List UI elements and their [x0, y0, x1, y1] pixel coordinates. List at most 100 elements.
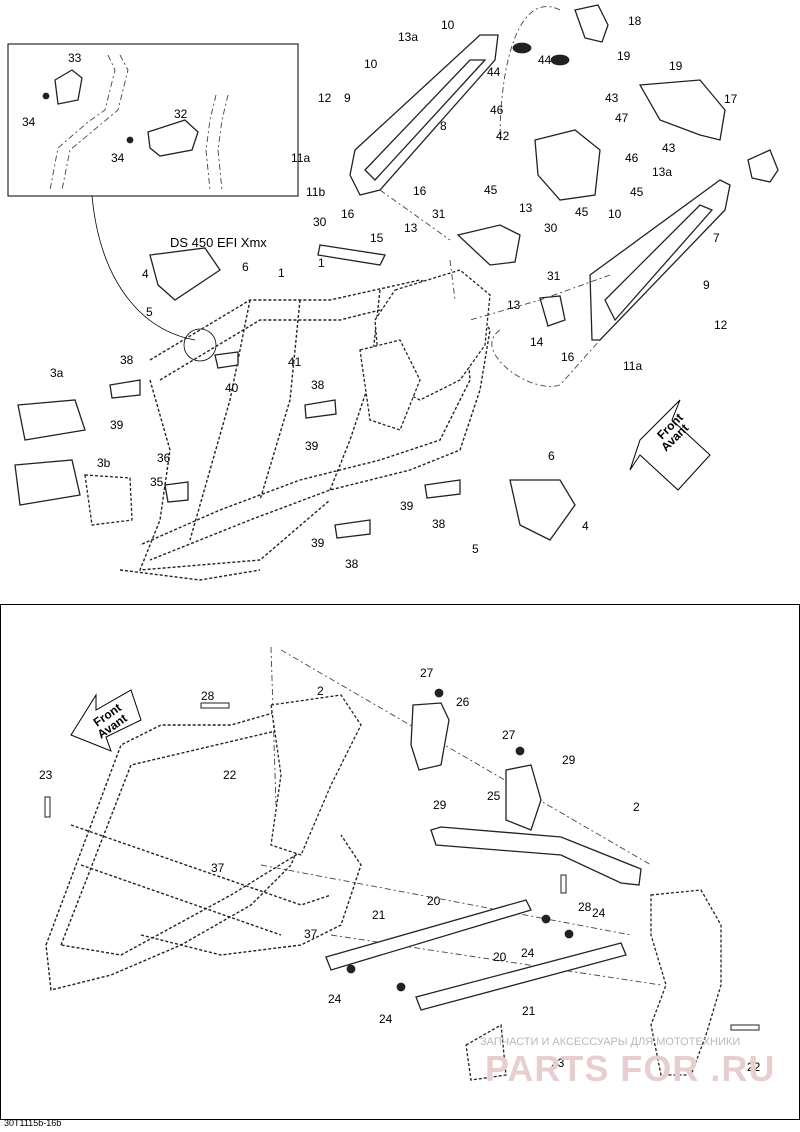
part-label: 10 [364, 57, 378, 71]
part-label: 24 [592, 906, 606, 920]
grommet-44 [512, 42, 532, 54]
part-label: 17 [724, 92, 738, 106]
part-label: 20 [427, 894, 441, 908]
inset-tube [61, 54, 129, 191]
part-label: 20 [493, 950, 507, 964]
footrest-4-right [509, 479, 576, 541]
part-label: 13 [404, 221, 418, 235]
inset-leader [91, 195, 196, 341]
bracket-33 [54, 69, 83, 105]
part-label: 46 [625, 151, 639, 165]
rail-20-upper [325, 899, 532, 971]
part-label: 40 [225, 381, 239, 395]
align-line [379, 189, 451, 241]
align-line [499, 6, 561, 141]
bolt-28b [560, 874, 567, 894]
part-label: 3b [97, 456, 111, 470]
clip-40 [214, 351, 239, 369]
part-label: 31 [432, 207, 446, 221]
nut-24 [346, 964, 356, 974]
part-label: 39 [400, 499, 414, 513]
front-arrow-bottom: Front Avant [70, 689, 142, 752]
part-label: 19 [617, 49, 631, 63]
clip-38 [304, 399, 337, 419]
bracket-25 [505, 764, 542, 831]
bracket-14 [539, 295, 566, 327]
nut-27 [515, 746, 525, 756]
part-label: 45 [575, 205, 589, 219]
part-label: 34 [111, 151, 125, 165]
clip-38 [109, 379, 141, 399]
document-id: 30T1115b-16b [4, 1118, 62, 1128]
heel-guard-3b [14, 459, 81, 506]
bolt-23 [44, 796, 51, 818]
part-label: 47 [615, 111, 629, 125]
part-label: 5 [146, 305, 153, 319]
part-label: 38 [120, 353, 134, 367]
part-label: 10 [608, 207, 622, 221]
part-label: 43 [605, 91, 619, 105]
bracket-42 [534, 129, 601, 201]
part-label: 30 [313, 215, 327, 229]
part-label: 24 [328, 992, 342, 1006]
part-label: 13a [652, 165, 672, 179]
part-label: 4 [582, 519, 589, 533]
detail-inset-box [7, 43, 299, 197]
bracket-32 [147, 119, 199, 157]
part-label: 25 [487, 789, 501, 803]
part-label: 6 [242, 260, 249, 274]
part-label: 15 [370, 231, 384, 245]
part-label: 12 [318, 91, 332, 105]
part-label: 36 [157, 451, 171, 465]
clip-38 [424, 479, 461, 499]
part-label: 29 [433, 798, 447, 812]
part-label: 21 [522, 1004, 536, 1018]
part-label: 27 [502, 728, 516, 742]
part-label: 14 [530, 335, 544, 349]
watermark-text: ЗАПЧАСТИ И АКСЕССУАРЫ ДЛЯ МОТОТЕХНИКИ [480, 1036, 741, 1048]
part-label: 45 [484, 183, 498, 197]
rear-frame-section [650, 889, 722, 1076]
main-frame-top [119, 269, 491, 581]
part-label: 46 [490, 103, 504, 117]
align-line [449, 259, 456, 301]
bottom-diagram-svg: Front Avant 28 2 22 23 37 37 27 26 27 29… [39, 646, 761, 1081]
plate-3b-ghost [84, 474, 133, 526]
part-label: 23 [551, 1056, 565, 1070]
nut-24 [396, 982, 406, 992]
heel-guard-3a [17, 399, 86, 441]
part-label: 22 [747, 1060, 761, 1074]
part-label: 44 [487, 65, 501, 79]
top-part-labels: 33 34 32 34 13a 10 10 8 12 9 11a 11b 16 … [22, 14, 738, 571]
part-label: 12 [714, 318, 728, 332]
part-label: 38 [311, 378, 325, 392]
part-label: 16 [413, 184, 427, 198]
bottom-part-labels: 28 2 22 23 37 37 27 26 27 29 25 29 2 20 … [39, 666, 761, 1074]
part-label: 41 [288, 355, 302, 369]
part-label: 24 [521, 946, 535, 960]
top-diagram-svg: Front Avant 33 34 32 34 13a 10 10 8 12 9… [7, 4, 779, 581]
part-label: 35 [150, 475, 164, 489]
main-frame-bottom [45, 694, 362, 991]
bracket-18 [574, 4, 609, 43]
part-label: 11a [623, 359, 642, 373]
plate-8-cutout [364, 59, 487, 181]
bracket-18b [747, 149, 779, 183]
part-label: 19 [669, 59, 683, 73]
part-label: 13a [398, 30, 418, 44]
part-label: 2 [317, 684, 324, 698]
part-label: 43 [662, 141, 676, 155]
plate-7-cutout [604, 204, 714, 322]
footrest-4-left [149, 247, 221, 301]
grommet-44 [550, 54, 570, 66]
part-label: 29 [562, 753, 576, 767]
bottom-diagram-panel: Front Avant 28 2 22 23 37 37 27 26 27 29… [0, 604, 800, 1120]
rail-20-lower [415, 942, 627, 1011]
clip-38 [334, 519, 371, 539]
clip-35 [164, 481, 189, 503]
part-label: 8 [440, 119, 447, 133]
part-label: 1 [318, 256, 325, 270]
part-label: 32 [174, 107, 188, 121]
part-label: 4 [142, 267, 149, 281]
bolt-22 [730, 1024, 760, 1031]
